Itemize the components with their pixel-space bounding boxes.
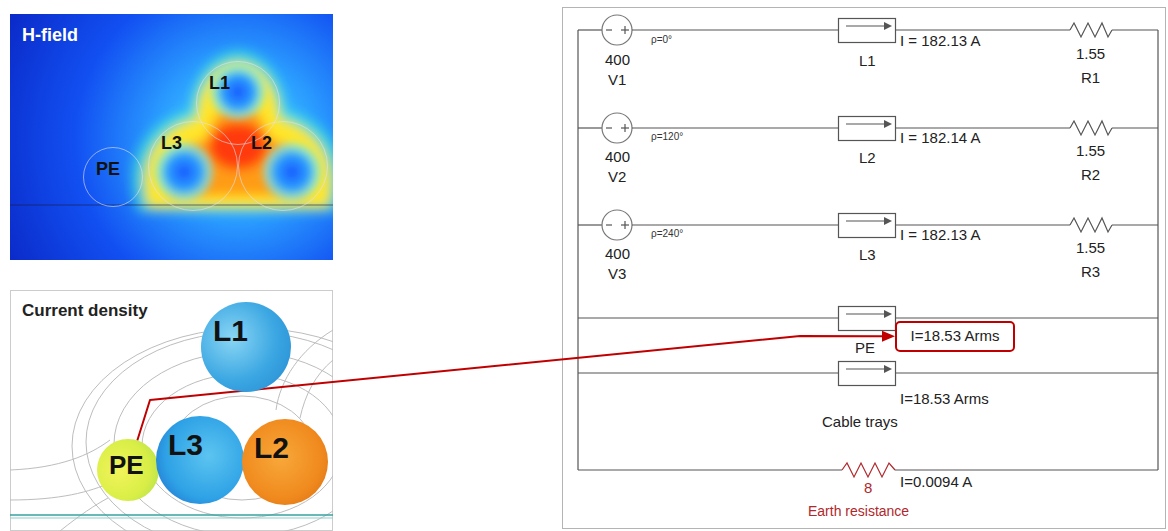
conductor-name: L1 (209, 74, 230, 94)
phase-angle: ρ=240° (651, 228, 683, 239)
highlight-box: I=18.53 Arms (895, 321, 1015, 352)
current-value: I=0.0094 A (900, 474, 972, 491)
arrow-head (882, 331, 895, 342)
equivalent-circuit (563, 8, 1166, 529)
panel-title: H-field (22, 26, 78, 46)
conductor-name: PE (109, 451, 144, 480)
voltage-value: 400 (605, 246, 630, 263)
current-value: I=18.53 Arms (911, 328, 1000, 345)
conductor-name: L2 (254, 431, 289, 464)
phase-angle: ρ=0° (651, 34, 672, 45)
resistor-name: R2 (1081, 167, 1100, 184)
h-field-map (10, 14, 333, 260)
phase-angle: ρ=120° (651, 131, 683, 142)
conductor-name: L2 (251, 134, 272, 154)
component-name: L2 (859, 150, 876, 167)
voltage-value: 400 (605, 52, 630, 69)
component-name: L1 (859, 53, 876, 70)
conductor-name: L1 (213, 314, 248, 347)
conductor-circle: L2 (238, 121, 328, 211)
resistance-value: 1.55 (1076, 143, 1105, 160)
conductor-name: PE (96, 160, 120, 180)
conductor-name: L3 (168, 428, 203, 461)
resistance-value: 1.55 (1076, 240, 1105, 257)
source-name: V2 (608, 169, 626, 186)
current-value: I = 182.13 A (900, 33, 981, 50)
conductor-circle: L1 (201, 302, 291, 392)
conductor-circle: L3 (148, 121, 238, 211)
resistor-name: R1 (1081, 70, 1100, 87)
conductor-name: L3 (161, 134, 182, 154)
conductor-circle: L2 (242, 419, 328, 505)
panel-title: Current density (22, 302, 148, 321)
resistor-name: R3 (1081, 264, 1100, 281)
resistor-name: Earth resistance (808, 504, 909, 519)
current-value: I=18.53 Arms (900, 391, 989, 408)
voltage-value: 400 (605, 149, 630, 166)
conductor-circle: PE (97, 439, 159, 501)
conductor-circle: L1 (196, 61, 280, 145)
current-value: I = 182.14 A (900, 130, 981, 147)
resistance-value: 1.55 (1076, 46, 1105, 63)
source-name: V1 (608, 72, 626, 89)
current-value: I = 182.13 A (900, 227, 981, 244)
component-name: PE (855, 340, 875, 357)
current-density-map (10, 291, 428, 531)
h-field-panel: H-fieldL1PE L3 L2 (10, 14, 333, 260)
conductor-circle: L3 (156, 416, 244, 504)
component-name: Cable trays (822, 414, 898, 431)
conductor-circle: PE (83, 147, 143, 207)
current-density-panel: Current densityL1PE L3 L2 (10, 290, 333, 531)
component-name: L3 (859, 247, 876, 264)
resistance-value: 8 (864, 480, 872, 497)
source-name: V3 (608, 266, 626, 283)
